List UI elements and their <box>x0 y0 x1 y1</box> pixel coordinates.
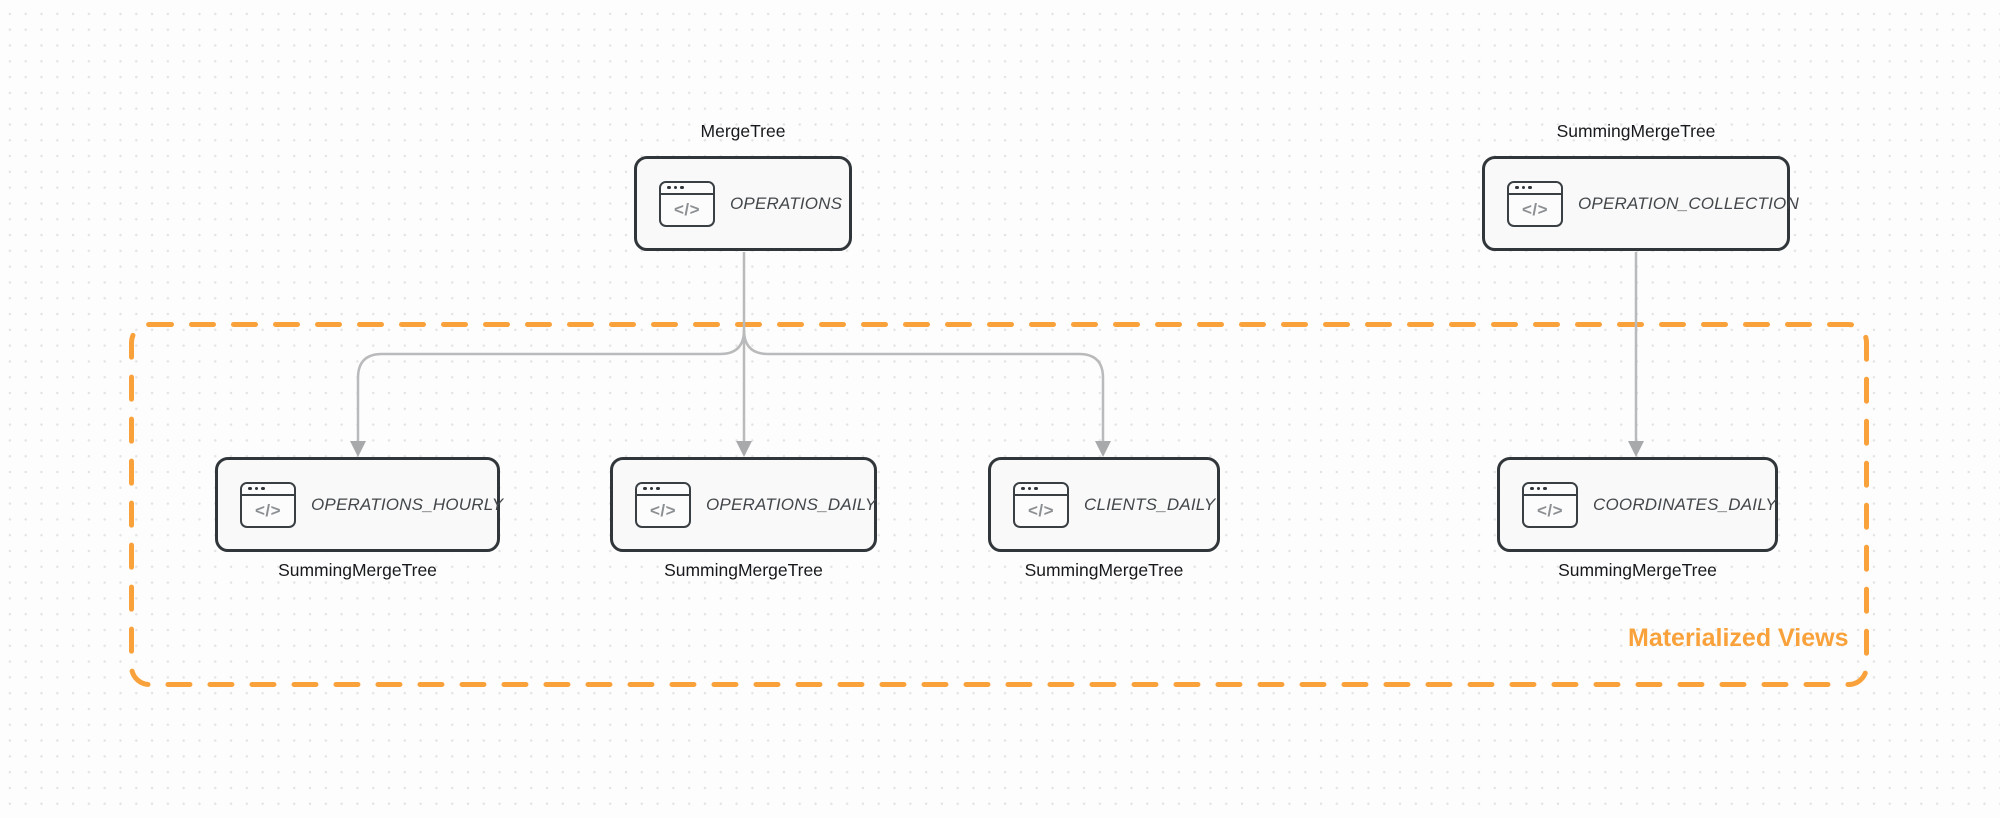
titlebar-dot <box>680 185 684 190</box>
titlebar-dot <box>254 486 258 491</box>
node-title: OPERATIONS <box>730 193 843 213</box>
titlebar-dot <box>643 486 647 491</box>
code-window-icon: </> <box>1013 481 1069 528</box>
node-operations-daily: </> OPERATIONS_DAILY <box>610 457 877 552</box>
arrowhead-coordinates-daily <box>1628 441 1644 457</box>
code-window-icon: </> <box>1522 481 1578 528</box>
titlebar-dot <box>1543 486 1547 491</box>
materialized-views-group-border <box>129 322 1869 687</box>
titlebar-dot <box>649 486 653 491</box>
node-operation-collection: </> OPERATION_COLLECTION <box>1482 156 1799 251</box>
window-titlebar <box>1524 483 1576 496</box>
engine-label-coordinates-daily: SummingMergeTree <box>1558 560 1717 580</box>
titlebar-dot <box>1027 486 1031 491</box>
titlebar-dot <box>261 486 265 491</box>
engine-label-operations: MergeTree <box>700 121 786 141</box>
node-title: OPERATIONS_DAILY <box>706 494 877 514</box>
titlebar-dot <box>656 486 660 491</box>
engine-label-clients-daily: SummingMergeTree <box>1024 560 1184 580</box>
engine-label-operations-daily: SummingMergeTree <box>664 560 823 580</box>
code-window-icon: </> <box>240 481 296 528</box>
node-title: CLIENTS_DAILY <box>1084 494 1216 514</box>
code-glyph-icon: </> <box>254 500 282 520</box>
titlebar-dot <box>1515 185 1519 190</box>
titlebar-dot <box>1034 486 1038 491</box>
node-coordinates-daily: </> COORDINATES_DAILY <box>1497 457 1778 552</box>
window-titlebar <box>1015 483 1067 496</box>
window-titlebar <box>242 483 294 496</box>
code-glyph-icon: </> <box>1536 500 1564 520</box>
edge-operations-to-clients-daily <box>742 329 1105 442</box>
arrowhead-operations-hourly <box>350 441 366 457</box>
node-operations: </> OPERATIONS <box>634 156 852 251</box>
titlebar-dot <box>1536 486 1540 491</box>
code-window-icon: </> <box>659 180 715 227</box>
node-operations-hourly: </> OPERATIONS_HOURLY <box>215 457 504 552</box>
node-title: COORDINATES_DAILY <box>1593 494 1777 514</box>
titlebar-dot <box>667 185 671 190</box>
arrowhead-clients-daily <box>1095 441 1111 457</box>
titlebar-dot <box>1528 185 1532 190</box>
code-glyph-icon: </> <box>673 199 701 219</box>
code-glyph-icon: </> <box>649 500 677 520</box>
node-title: OPERATION_COLLECTION <box>1578 193 1799 213</box>
titlebar-dot <box>1021 486 1025 491</box>
materialized-views-label: Materialized Views <box>1628 624 1849 652</box>
window-titlebar <box>661 182 713 195</box>
window-titlebar <box>637 483 689 496</box>
code-window-icon: </> <box>1507 180 1563 227</box>
edge-operations-to-operations-hourly <box>356 329 746 442</box>
node-clients-daily: </> CLIENTS_DAILY <box>988 457 1220 552</box>
titlebar-dot <box>248 486 252 491</box>
arrowhead-operations-daily <box>736 441 752 457</box>
titlebar-dot <box>1530 486 1534 491</box>
code-window-icon: </> <box>635 481 691 528</box>
engine-label-operation-collection: SummingMergeTree <box>1556 121 1716 141</box>
code-glyph-icon: </> <box>1521 199 1549 219</box>
engine-label-operations-hourly: SummingMergeTree <box>278 560 437 580</box>
code-glyph-icon: </> <box>1027 500 1055 520</box>
titlebar-dot <box>673 185 677 190</box>
titlebar-dot <box>1521 185 1525 190</box>
window-titlebar <box>1509 182 1561 195</box>
node-title: OPERATIONS_HOURLY <box>311 494 504 514</box>
